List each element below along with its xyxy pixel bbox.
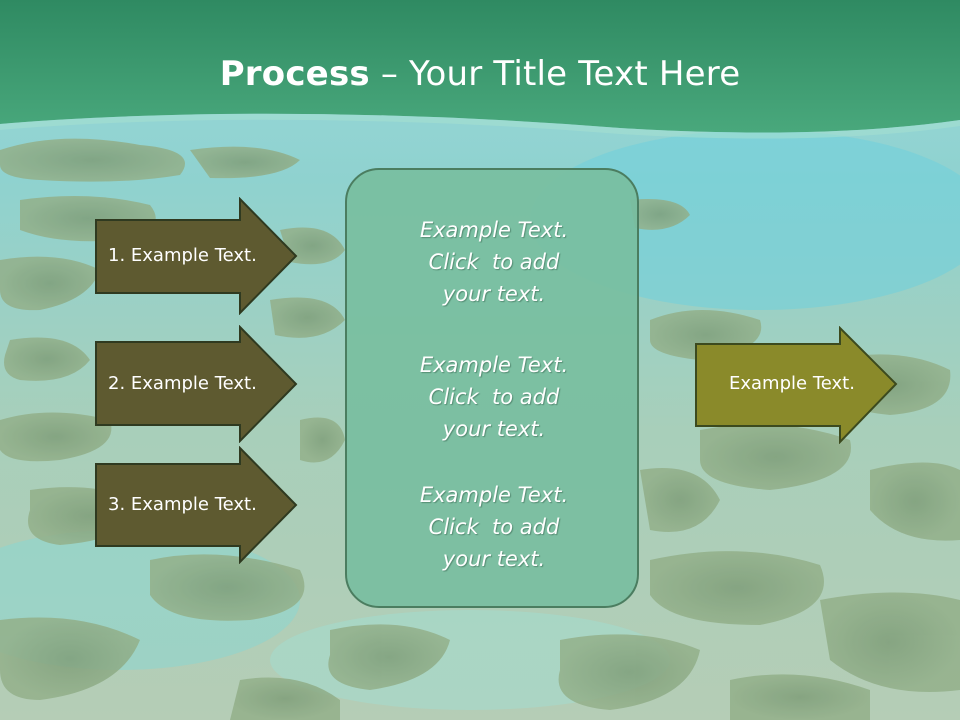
- center-text-line: Example Text.: [419, 218, 569, 242]
- center-text-block-3[interactable]: Example Text. Click to add your text.: [347, 479, 641, 575]
- title-bold: Process: [219, 54, 370, 94]
- output-arrow[interactable]: [694, 326, 900, 444]
- slide-title: Process – Your Title Text Here: [0, 52, 960, 96]
- center-text-line: your text.: [442, 282, 546, 306]
- center-text-line: your text.: [442, 417, 546, 441]
- center-process-box[interactable]: Example Text. Click to add your text. Ex…: [345, 168, 639, 608]
- center-text-line: Click to add: [428, 515, 560, 539]
- step-label-3: 3. Example Text.: [108, 494, 257, 515]
- title-rest: – Your Title Text Here: [369, 54, 741, 94]
- center-text-line: Click to add: [428, 385, 560, 409]
- step-arrow-2[interactable]: [94, 325, 300, 443]
- step-label-1: 1. Example Text.: [108, 245, 257, 266]
- center-text-block-2[interactable]: Example Text. Click to add your text.: [347, 349, 641, 445]
- output-label: Example Text.: [729, 373, 855, 394]
- center-text-block-1[interactable]: Example Text. Click to add your text.: [347, 214, 641, 310]
- center-text-line: Example Text.: [419, 353, 569, 377]
- step-label-2: 2. Example Text.: [108, 373, 257, 394]
- center-text-line: Example Text.: [419, 483, 569, 507]
- center-text-line: your text.: [442, 547, 546, 571]
- step-arrow-3[interactable]: [94, 446, 300, 564]
- center-text-line: Click to add: [428, 250, 560, 274]
- step-arrow-1[interactable]: [94, 197, 300, 315]
